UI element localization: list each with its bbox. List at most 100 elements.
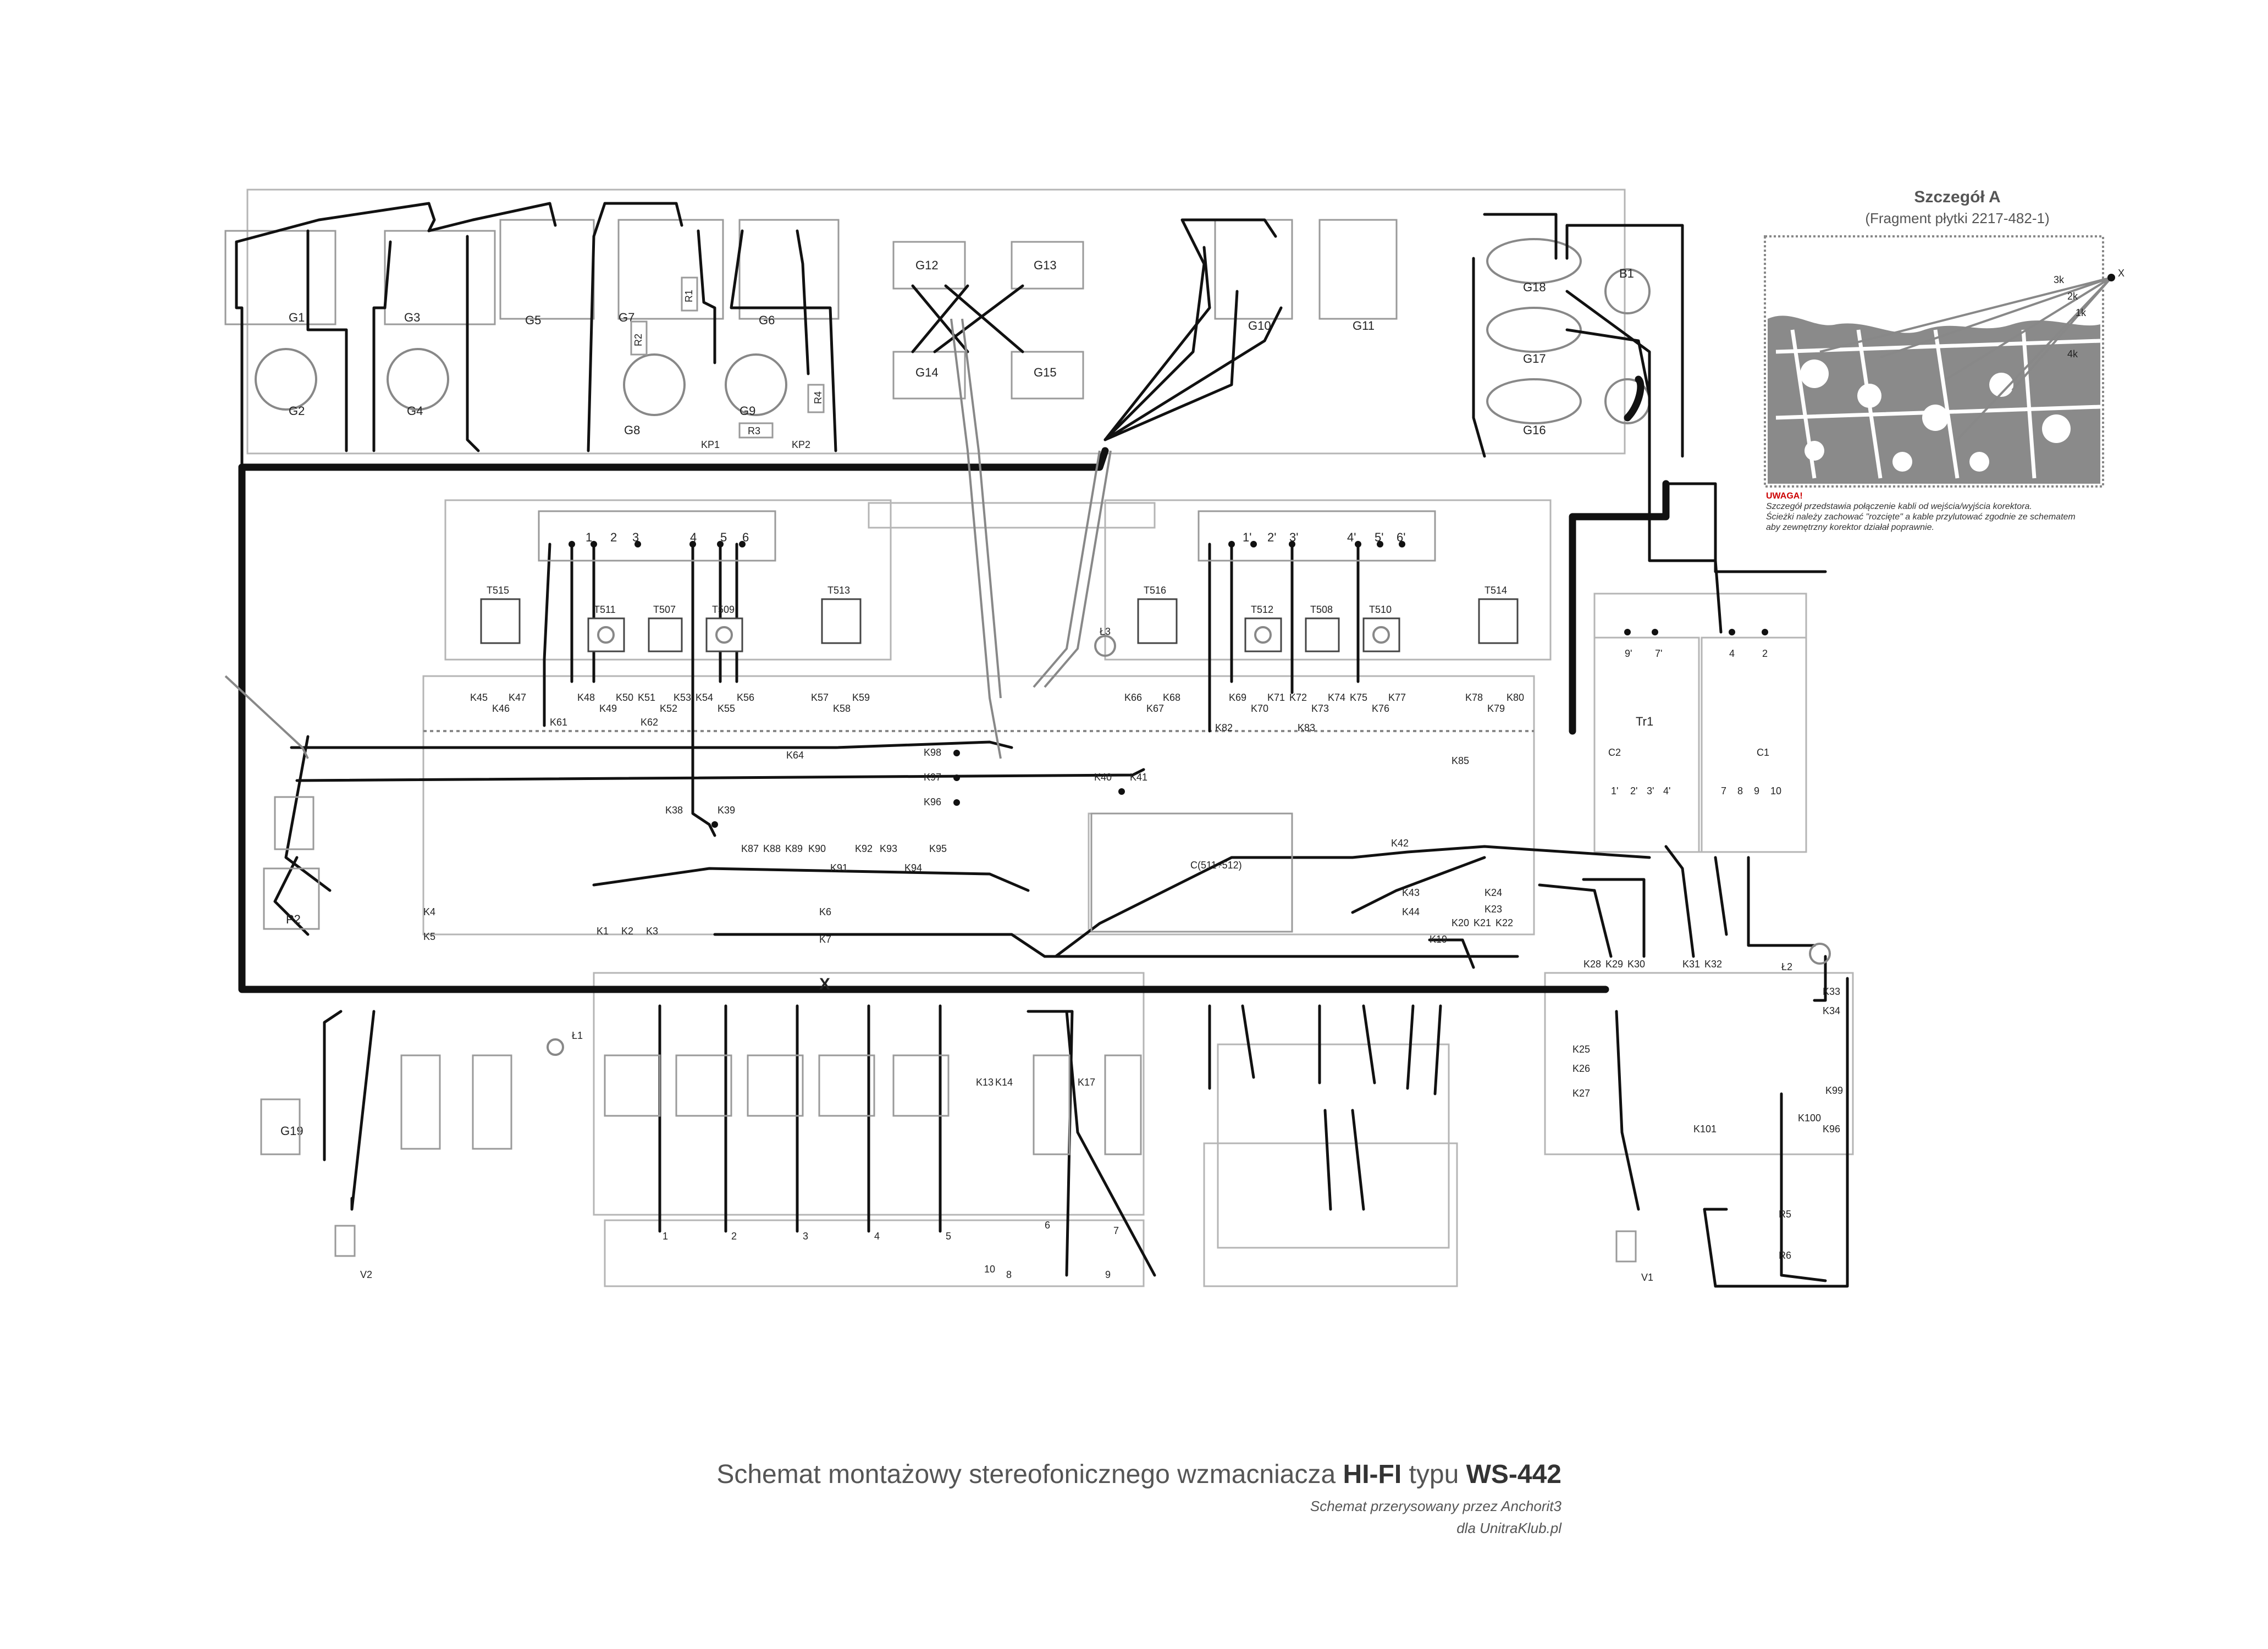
detail-frame	[1764, 235, 2104, 488]
k46: K46	[492, 703, 510, 714]
k23: K23	[1485, 904, 1502, 915]
pin-l3: 3	[632, 530, 639, 544]
label-g3: G3	[404, 311, 420, 324]
page-title: Schemat montażowy stereofonicznego wzmac…	[0, 1459, 1561, 1490]
bt-5: 5	[946, 1231, 951, 1242]
k99: K99	[1825, 1085, 1843, 1096]
k85: K85	[1452, 755, 1469, 766]
k59: K59	[852, 692, 870, 703]
label-t514: T514	[1485, 585, 1507, 596]
terminals-center: K38 K39 K40 K41 K87 K88 K89 K90 K91 K92 …	[665, 747, 1147, 873]
tr-left	[1593, 637, 1700, 853]
detail-subtitle: (Fragment płytki 2217-482-1)	[1865, 210, 2050, 226]
k6: K6	[819, 906, 831, 917]
k68: K68	[1163, 692, 1180, 703]
detail-trace-1k: 1k	[2076, 307, 2087, 318]
label-c2: C2	[1608, 747, 1621, 758]
k69: K69	[1229, 692, 1246, 703]
k29: K29	[1605, 959, 1623, 970]
k73: K73	[1311, 703, 1329, 714]
pin-r4: 4'	[1347, 530, 1356, 544]
capacitor-main-box	[1090, 812, 1293, 933]
tr-b-1: 1'	[1611, 785, 1618, 796]
top-socket-panel	[246, 189, 1626, 455]
pin-r5: 5'	[1375, 530, 1383, 544]
warning-line-3: aby zewnętrzny korektor działał poprawni…	[1766, 523, 1934, 532]
k31: K31	[1682, 959, 1700, 970]
k40: K40	[1094, 772, 1112, 783]
label-r4: R4	[813, 391, 824, 404]
tr-top-7: 7'	[1655, 648, 1662, 659]
k13: K13	[976, 1077, 994, 1088]
inductors: Ł3 Ł2 Ł1	[547, 626, 1831, 1056]
k101: K101	[1693, 1124, 1717, 1135]
k26: K26	[1572, 1063, 1590, 1074]
bt-9: 9	[1105, 1269, 1111, 1280]
bt-10: 10	[984, 1264, 995, 1275]
k100: K100	[1798, 1113, 1821, 1124]
warning-line-1: Szczegół przedstawia połączenie kabli od…	[1766, 502, 2032, 511]
k7: K7	[819, 934, 831, 945]
label-t512: T512	[1251, 604, 1273, 615]
k62: K62	[641, 717, 658, 728]
label-v2: V2	[360, 1269, 372, 1280]
k57: K57	[811, 692, 829, 703]
bt-3: 3	[803, 1231, 808, 1242]
k96: K96	[924, 796, 941, 807]
g19-body	[260, 1098, 301, 1155]
k47: K47	[509, 692, 526, 703]
k93: K93	[880, 843, 897, 854]
k38: K38	[665, 805, 683, 816]
k5: K5	[423, 931, 435, 942]
detail-pcb	[1768, 316, 2101, 484]
k54: K54	[696, 692, 713, 703]
label-g5: G5	[525, 313, 541, 327]
bt-7: 7	[1113, 1225, 1119, 1236]
k48: K48	[577, 692, 595, 703]
label-g16: G16	[1523, 423, 1546, 437]
left-transistor-panel	[444, 499, 892, 661]
label-c1: C1	[1757, 747, 1769, 758]
label-r3: R3	[748, 425, 760, 436]
tr-top-9: 9'	[1625, 648, 1632, 659]
k74: K74	[1328, 692, 1345, 703]
label-g10: G10	[1248, 319, 1271, 333]
resistor-labels: R1 R2 R3 R4 R5 R6	[630, 276, 1791, 1261]
k82: K82	[1215, 722, 1233, 733]
label-g11: G11	[1353, 319, 1375, 333]
k34: K34	[1823, 1005, 1840, 1016]
detail-trace-4k: 4k	[2067, 348, 2078, 359]
k1: K1	[597, 926, 609, 937]
k27: K27	[1572, 1088, 1590, 1099]
transistor-labels: T515 T511 T507 T509 T513 T516 T512 T508 …	[487, 585, 1507, 615]
k72: K72	[1289, 692, 1307, 703]
label-g6: G6	[759, 313, 775, 327]
tr-b-4: 4'	[1663, 785, 1670, 796]
pin-header-right	[1198, 510, 1436, 562]
tr-right	[1701, 637, 1807, 853]
label-t516: T516	[1144, 585, 1166, 596]
pin-r2: 2'	[1267, 530, 1276, 544]
p2-body	[263, 867, 320, 930]
label-tr1: Tr1	[1636, 715, 1653, 728]
ground-bus	[238, 375, 1670, 993]
label-l3: Ł3	[1100, 626, 1111, 637]
pin-l4: 4	[690, 530, 697, 544]
pin-l1: 1	[586, 530, 592, 544]
title-bold-1: HI-FI	[1343, 1460, 1402, 1489]
label-kp1: KP1	[701, 439, 720, 450]
label-g14: G14	[915, 366, 939, 379]
k4: K4	[423, 906, 435, 917]
label-r6: R6	[1779, 1250, 1791, 1261]
label-t510: T510	[1369, 604, 1392, 615]
k44: K44	[1402, 906, 1420, 917]
k14: K14	[995, 1077, 1013, 1088]
k32: K32	[1704, 959, 1722, 970]
k42: K42	[1391, 838, 1409, 849]
label-t509: T509	[712, 604, 735, 615]
label-g8: G8	[624, 423, 640, 437]
label-t511: T511	[594, 604, 616, 615]
lower-right-panel	[1544, 972, 1854, 1155]
title-middle: typu	[1409, 1460, 1459, 1489]
k45: K45	[470, 692, 488, 703]
